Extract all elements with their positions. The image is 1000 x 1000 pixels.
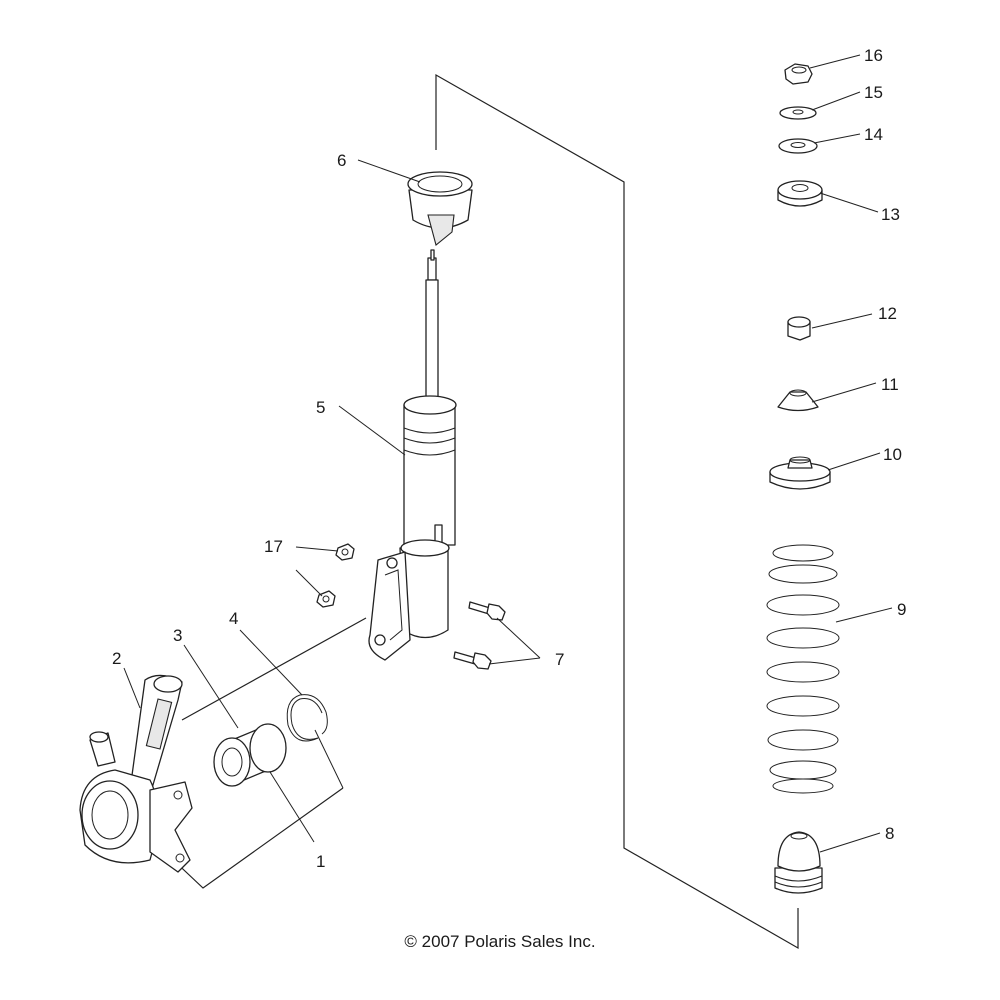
copyright-notice: © 2007 Polaris Sales Inc. xyxy=(404,932,596,951)
leader-lines xyxy=(123,54,893,853)
part-1-wheel-bearing xyxy=(213,723,287,787)
part-6-upper-spring-seat xyxy=(407,171,473,246)
callout-3: 3 xyxy=(173,626,182,645)
callout-7: 7 xyxy=(555,650,564,669)
part-10-spring-retainer xyxy=(769,456,831,490)
part-7-bolt-lower xyxy=(453,651,492,670)
callout-13: 13 xyxy=(881,205,900,224)
part-8-bump-stop xyxy=(774,831,823,894)
part-2-steering-knuckle xyxy=(79,674,193,873)
callout-1: 1 xyxy=(316,852,325,871)
callout-15: 15 xyxy=(864,83,883,102)
callout-2: 2 xyxy=(112,649,121,668)
callout-6: 6 xyxy=(337,151,346,170)
part-9-coil-spring xyxy=(766,544,840,794)
part-17-nut-upper xyxy=(335,543,355,561)
callout-8: 8 xyxy=(885,824,894,843)
part-5-strut xyxy=(368,249,457,661)
callout-5: 5 xyxy=(316,398,325,417)
callout-4: 4 xyxy=(229,609,238,628)
part-4-snap-ring xyxy=(286,694,328,742)
part-12-nut xyxy=(787,316,811,341)
knuckle-to-strut-line xyxy=(181,617,367,721)
part-14-washer xyxy=(778,138,818,154)
part-7-bolt-upper xyxy=(468,601,506,621)
part-13-bearing-mount xyxy=(777,180,823,207)
callout-9: 9 xyxy=(897,600,906,619)
callout-10: 10 xyxy=(883,445,902,464)
part-11-cone-washer xyxy=(777,389,819,412)
callout-labels: 1 2 3 4 5 6 7 8 9 10 11 12 13 14 15 16 1… xyxy=(112,46,906,871)
callout-12: 12 xyxy=(878,304,897,323)
callout-17: 17 xyxy=(264,537,283,556)
part-16-nut xyxy=(784,63,813,85)
callout-14: 14 xyxy=(864,125,883,144)
assembly-bracket-right xyxy=(435,73,799,950)
callout-16: 16 xyxy=(864,46,883,65)
callout-11: 11 xyxy=(881,375,899,394)
part-15-washer xyxy=(779,106,817,120)
